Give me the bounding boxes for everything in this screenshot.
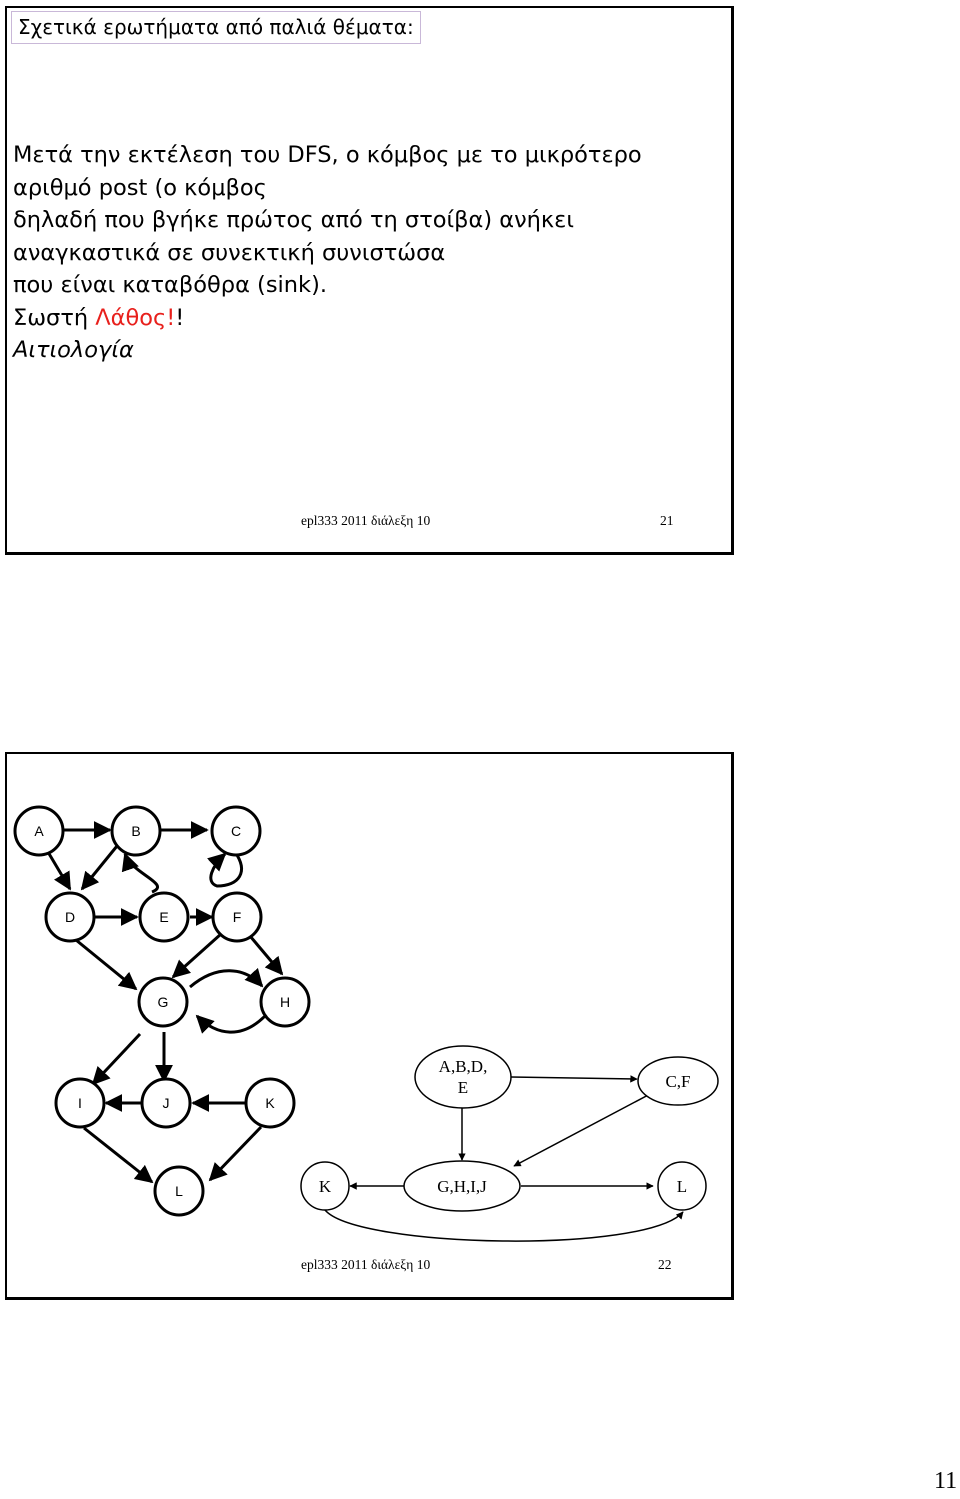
- scc-node-abde: [414, 1045, 512, 1109]
- scc-label-k: K: [319, 1177, 332, 1196]
- scc-node-ghij: [403, 1160, 521, 1212]
- graph-nodes: [13, 805, 311, 1217]
- edge-c-f: [206, 851, 243, 888]
- node-label-k: K: [265, 1095, 275, 1111]
- node-label-e: E: [159, 909, 168, 925]
- answer-line: Σωστή Λάθος!!: [13, 302, 713, 335]
- node-labels: A B C D E F G H I J K L: [34, 823, 290, 1199]
- edge-g-h: [189, 967, 264, 989]
- answer-correct: Σωστή: [13, 304, 96, 331]
- question-line-1: Μετά την εκτέλεση του DFS, ο κόμβος με τ…: [13, 142, 642, 168]
- graph-edges: [46, 821, 284, 1184]
- slide-number: 22: [658, 1257, 672, 1272]
- question-line-2: αριθμό post (ο κόμβος: [13, 174, 267, 201]
- node-label-b: B: [131, 823, 140, 839]
- edge-f-h: [248, 935, 284, 976]
- node-l: [153, 1165, 205, 1217]
- slide-number: 21: [660, 513, 674, 528]
- answer-wrong: Λάθος!: [95, 304, 176, 331]
- justification-label: Αιτιολογία: [13, 337, 134, 363]
- edge-i-l: [83, 1126, 154, 1184]
- question-line-5: που είναι καταβόθρα (sink).: [13, 272, 328, 298]
- edge-d-g: [75, 938, 138, 991]
- node-c: [210, 805, 262, 857]
- slide-22: A B C D E F G H I J K L: [5, 752, 734, 1300]
- page-number: 11: [934, 1468, 958, 1494]
- scc-label-abde-2: E: [458, 1078, 468, 1097]
- node-a: [13, 805, 65, 857]
- slide-footer: epl333 2011 διάλεξη 10: [301, 513, 431, 528]
- scc-edges: [324, 1075, 684, 1242]
- node-label-f: F: [233, 909, 242, 925]
- node-label-a: A: [34, 823, 44, 839]
- node-label-h: H: [280, 994, 290, 1010]
- scc-node-l: [657, 1161, 707, 1211]
- node-b: [110, 805, 162, 857]
- slide-footer: epl333 2011 διάλεξη 10: [301, 1257, 431, 1272]
- scc-label-ghij: G,H,I,J: [437, 1177, 487, 1196]
- scc-node-k: [300, 1161, 350, 1211]
- scc-node-cf: [637, 1056, 719, 1106]
- node-g: [137, 976, 189, 1028]
- edge-e-b: [121, 852, 160, 894]
- scc-label-abde-1: A,B,D,: [439, 1057, 488, 1076]
- edge-k-l-curve: [324, 1209, 684, 1242]
- node-f: [211, 891, 263, 943]
- edge-k-l: [208, 1125, 263, 1182]
- node-label-j: J: [163, 1095, 170, 1111]
- scc-label-l: L: [677, 1177, 687, 1196]
- graph-diagram: A B C D E F G H I J K L: [13, 805, 719, 1242]
- scc-nodes: [300, 1045, 719, 1212]
- node-label-c: C: [231, 823, 241, 839]
- question-line-4: αναγκαστικά σε συνεκτική συνιστώσα: [13, 239, 446, 266]
- node-d: [44, 891, 96, 943]
- edge-b-d: [80, 845, 119, 891]
- scc-labels: A,B,D, E C,F K G,H,I,J L: [319, 1057, 691, 1196]
- node-h: [259, 976, 311, 1028]
- edge-a-d: [46, 851, 72, 891]
- edge-abde-cf: [510, 1075, 638, 1083]
- node-i: [54, 1077, 106, 1129]
- node-j: [140, 1077, 192, 1129]
- edge-h-g: [195, 1014, 267, 1034]
- node-label-l: L: [175, 1183, 183, 1199]
- scc-label-cf: C,F: [665, 1072, 690, 1091]
- node-label-g: G: [158, 994, 169, 1010]
- question-text: Μετά την εκτέλεση του DFS, ο κόμβος με τ…: [13, 139, 713, 367]
- answer-suffix: !: [175, 304, 185, 331]
- slide-21: Σχετικά ερωτήματα από παλιά θέματα: Μετά…: [5, 6, 734, 555]
- node-label-d: D: [65, 909, 75, 925]
- node-label-i: I: [78, 1095, 82, 1111]
- edge-g-i: [91, 1032, 142, 1086]
- edge-f-g: [171, 932, 223, 979]
- node-e: [138, 891, 190, 943]
- node-k: [244, 1077, 296, 1129]
- slide-heading: Σχετικά ερωτήματα από παλιά θέματα:: [11, 11, 421, 44]
- edge-cf-ghij: [513, 1092, 653, 1167]
- question-line-3: δηλαδή που βγήκε πρώτος από τη στοίβα) α…: [13, 207, 574, 233]
